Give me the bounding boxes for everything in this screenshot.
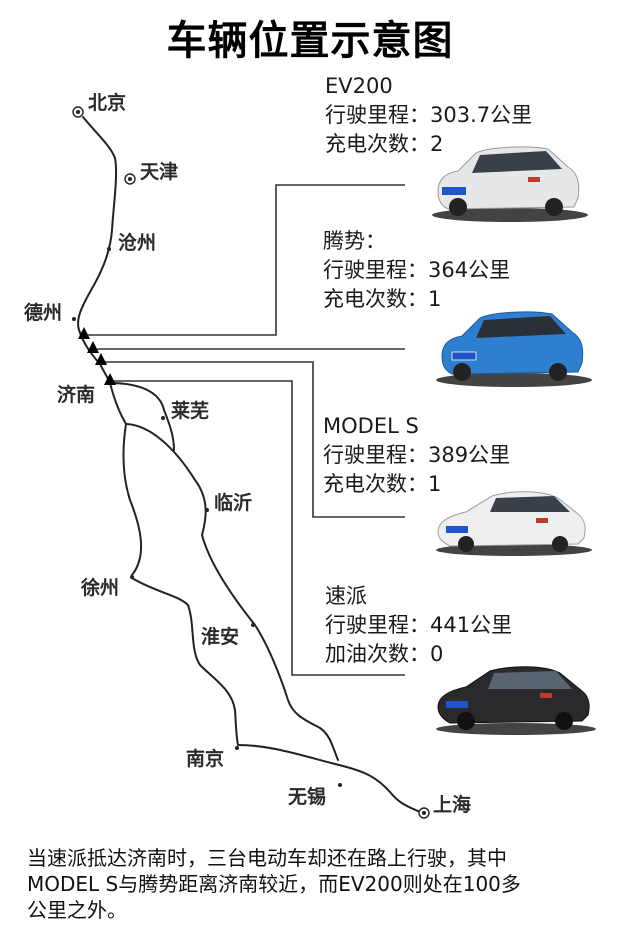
vehicle-name: MODEL S (323, 414, 419, 438)
marker-models-icon (95, 353, 107, 365)
cangzhou-point-icon (107, 247, 111, 251)
car-tengshi-image (436, 311, 592, 387)
vehicle-charge-count: 充电次数：1 (323, 287, 442, 311)
city-label-laiwu: 莱芜 (171, 400, 210, 422)
wuxi-point-icon (338, 783, 342, 787)
connector-models (102, 361, 405, 518)
caption-text: 当速派抵达济南时，三台电动车却还在路上行驶，其中 MODEL S与腾势距离济南较… (27, 845, 607, 923)
route-jinan-laiwu (109, 382, 175, 451)
car-ev200-image (432, 146, 588, 222)
vehicle-charge-count: 充电次数：1 (323, 472, 442, 496)
vehicle-name: 速派 (325, 584, 367, 608)
city-label-cangzhou: 沧州 (118, 232, 157, 254)
vehicle-info-models: MODEL S 行驶里程：389公里 充电次数：1 (323, 412, 510, 499)
vehicle-info-tengshi: 腾势： 行驶里程：364公里 充电次数：1 (323, 227, 510, 314)
city-label-nanjing: 南京 (186, 748, 225, 770)
connector-ev200 (84, 184, 405, 336)
vehicle-distance: 行驶里程：441公里 (325, 613, 513, 637)
marker-ev200-icon (78, 327, 90, 339)
laiwu-point-icon (161, 416, 165, 420)
vehicle-distance: 行驶里程：303.7公里 (325, 103, 533, 127)
caption-line-1: 当速派抵达济南时，三台电动车却还在路上行驶，其中 (27, 846, 507, 870)
linyi-point-icon (205, 508, 209, 512)
huaian-point-icon (251, 623, 255, 627)
route-east-linyi (125, 423, 339, 761)
vehicle-name: 腾势： (323, 229, 386, 253)
city-label-tianjin: 天津 (140, 161, 179, 183)
nanjing-point-icon (235, 746, 239, 750)
city-label-wuxi: 无锡 (288, 786, 327, 808)
route-nanjing-shanghai (237, 744, 424, 814)
vehicle-info-ev200: EV200 行驶里程：303.7公里 充电次数：2 (325, 72, 532, 159)
caption-line-2: MODEL S与腾势距离济南较近，而EV200则处在100多 (27, 872, 521, 896)
vehicle-distance: 行驶里程：364公里 (323, 258, 511, 282)
vehicle-name: EV200 (325, 74, 393, 98)
vehicle-info-supai: 速派 行驶里程：441公里 加油次数：0 (325, 582, 512, 669)
marker-supai-icon (104, 373, 116, 385)
city-label-shanghai: 上海 (433, 794, 472, 816)
vehicle-charge-count: 充电次数：2 (325, 132, 444, 156)
connector-supai (110, 380, 405, 676)
city-label-xuzhou: 徐州 (81, 577, 120, 599)
city-label-linyi: 临沂 (214, 492, 253, 514)
city-label-huaian: 淮安 (201, 626, 240, 648)
marker-tengshi-icon (87, 341, 99, 353)
route-xuzhou-nanjing (131, 577, 239, 746)
city-label-beijing: 北京 (88, 92, 127, 114)
vehicle-distance: 行驶里程：389公里 (323, 443, 511, 467)
xuzhou-point-icon (130, 575, 134, 579)
car-models-image (436, 491, 592, 556)
caption-line-3: 公里之外。 (27, 898, 127, 922)
vehicle-refuel-count: 加油次数：0 (325, 642, 444, 666)
car-supai-image (436, 666, 596, 735)
route-jinan-xuzhou (109, 382, 143, 576)
city-label-dezhou: 德州 (24, 302, 63, 324)
page-title: 车辆位置示意图 (166, 18, 454, 64)
dezhou-point-icon (72, 317, 76, 321)
city-label-jinan: 济南 (57, 384, 96, 406)
